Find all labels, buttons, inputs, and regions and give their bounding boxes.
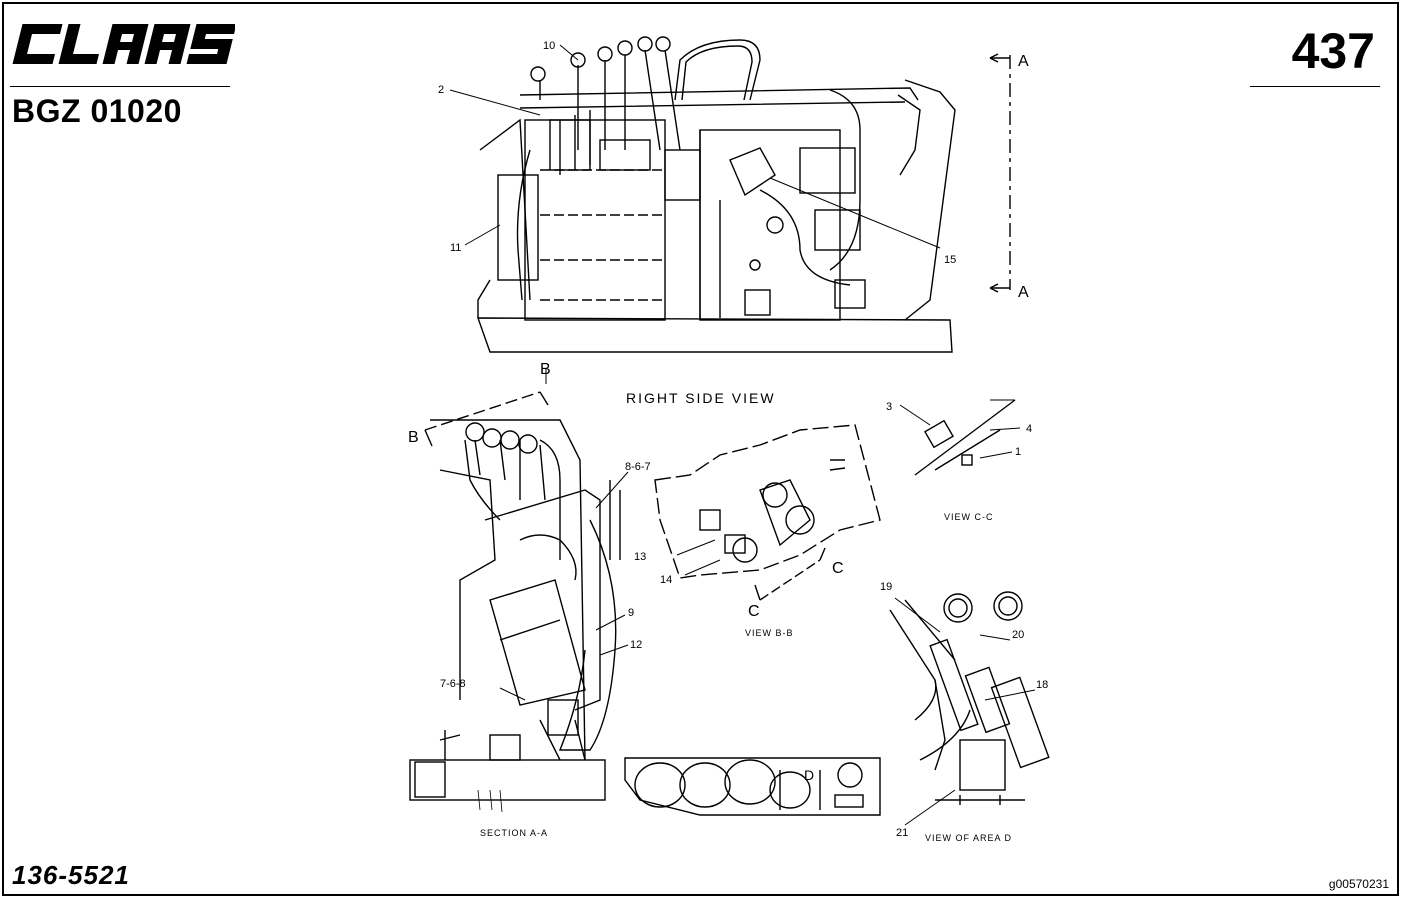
callout-9: 9 bbox=[628, 607, 634, 619]
callout-14: 14 bbox=[660, 574, 672, 586]
caption-view-area-d: VIEW OF AREA D bbox=[925, 833, 1012, 843]
caption-view-cc: VIEW C-C bbox=[944, 512, 994, 522]
callout-8-6-7: 8-6-7 bbox=[625, 461, 651, 473]
callout-3: 3 bbox=[886, 401, 892, 413]
marker-a-top: A bbox=[1018, 53, 1029, 70]
view-area-d-drawing bbox=[889, 591, 1050, 826]
part-number: 136-5521 bbox=[12, 860, 130, 890]
callout-20: 20 bbox=[1012, 629, 1024, 641]
callout-10: 10 bbox=[543, 40, 555, 52]
callout-18: 18 bbox=[1036, 679, 1048, 691]
callout-19: 19 bbox=[880, 581, 892, 593]
section-aa-drawing bbox=[409, 391, 629, 813]
image-code: g00570231 bbox=[1328, 877, 1389, 891]
marker-b-left: B bbox=[408, 429, 419, 446]
callout-1: 1 bbox=[1015, 446, 1021, 458]
claas-logo bbox=[12, 24, 235, 64]
view-bb-drawing bbox=[654, 424, 881, 601]
callout-12: 12 bbox=[630, 639, 642, 651]
logo-underline bbox=[10, 86, 230, 87]
page-number-underline bbox=[1250, 86, 1380, 87]
caption-section-aa: SECTION A-A bbox=[480, 828, 548, 838]
callout-13: 13 bbox=[634, 551, 646, 563]
marker-b-top: B bbox=[540, 361, 551, 378]
marker-c-left: C bbox=[748, 603, 760, 620]
callout-7-6-8: 7-6-8 bbox=[440, 678, 466, 690]
right-side-view-drawing bbox=[449, 36, 1011, 384]
callout-2: 2 bbox=[438, 84, 444, 96]
view-cc-drawing bbox=[899, 399, 1021, 476]
callout-11: 11 bbox=[450, 242, 461, 254]
callout-4: 4 bbox=[1026, 423, 1032, 435]
area-d-panel-drawing bbox=[624, 757, 881, 816]
marker-d-area: D bbox=[804, 767, 814, 783]
callout-15: 15 bbox=[944, 254, 956, 266]
document-code: BGZ 01020 bbox=[12, 93, 182, 129]
caption-view-bb: VIEW B-B bbox=[745, 628, 794, 638]
marker-c-right: C bbox=[832, 560, 844, 577]
page-number: 437 bbox=[1291, 23, 1375, 79]
marker-a-bottom: A bbox=[1018, 284, 1029, 301]
caption-right-side-view: RIGHT SIDE VIEW bbox=[626, 390, 776, 406]
callout-21: 21 bbox=[896, 827, 908, 839]
